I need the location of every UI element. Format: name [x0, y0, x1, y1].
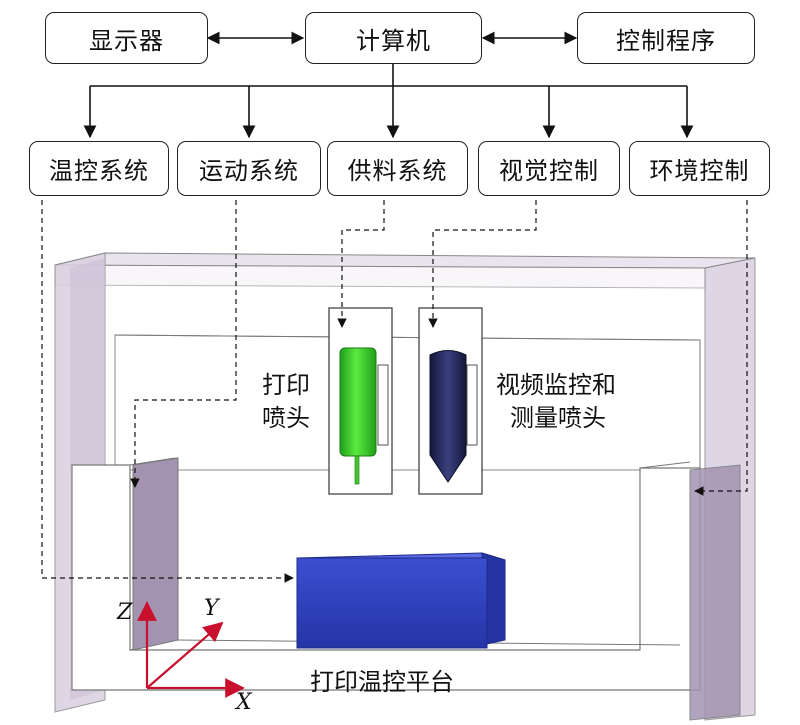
temperature-control-system-box: 温控系统 [29, 141, 169, 196]
print-nozzle [339, 347, 377, 457]
axis-x-label: X [236, 690, 252, 715]
axis-z-label: Z [117, 600, 133, 625]
display-box: 显示器 [45, 12, 208, 64]
subsystem-label: 视觉控制 [499, 157, 599, 185]
control-program-box: 控制程序 [577, 12, 755, 64]
motion-system-box: 运动系统 [177, 141, 321, 196]
axis-y-label: Y [204, 596, 219, 621]
subsystem-label: 供料系统 [347, 157, 448, 185]
video-nozzle-label-line1: 视频监控和 [496, 371, 616, 399]
left-pillar [132, 457, 179, 651]
computer-label: 计算机 [356, 26, 431, 55]
computer-box: 计算机 [305, 12, 482, 64]
platform-label: 打印温控平台 [310, 668, 454, 696]
feed-system-box: 供料系统 [327, 141, 468, 196]
print-platform-block [296, 557, 488, 649]
print-nozzle-label-line1: 打印 [262, 371, 310, 399]
display-label: 显示器 [89, 26, 164, 55]
print-nozzle-label-line2: 喷头 [262, 404, 310, 432]
camera-nozzle [429, 350, 467, 483]
right-pillar [689, 464, 741, 721]
video-nozzle-label-line2: 测量喷头 [510, 404, 606, 432]
coordinate-axes [137, 601, 245, 698]
control-program-label: 控制程序 [616, 26, 716, 55]
subsystem-label: 环境控制 [649, 157, 750, 185]
subsystem-label: 运动系统 [199, 157, 299, 185]
environment-control-box: 环境控制 [629, 141, 770, 196]
subsystem-label: 温控系统 [49, 157, 149, 185]
vision-control-box: 视觉控制 [478, 141, 620, 196]
